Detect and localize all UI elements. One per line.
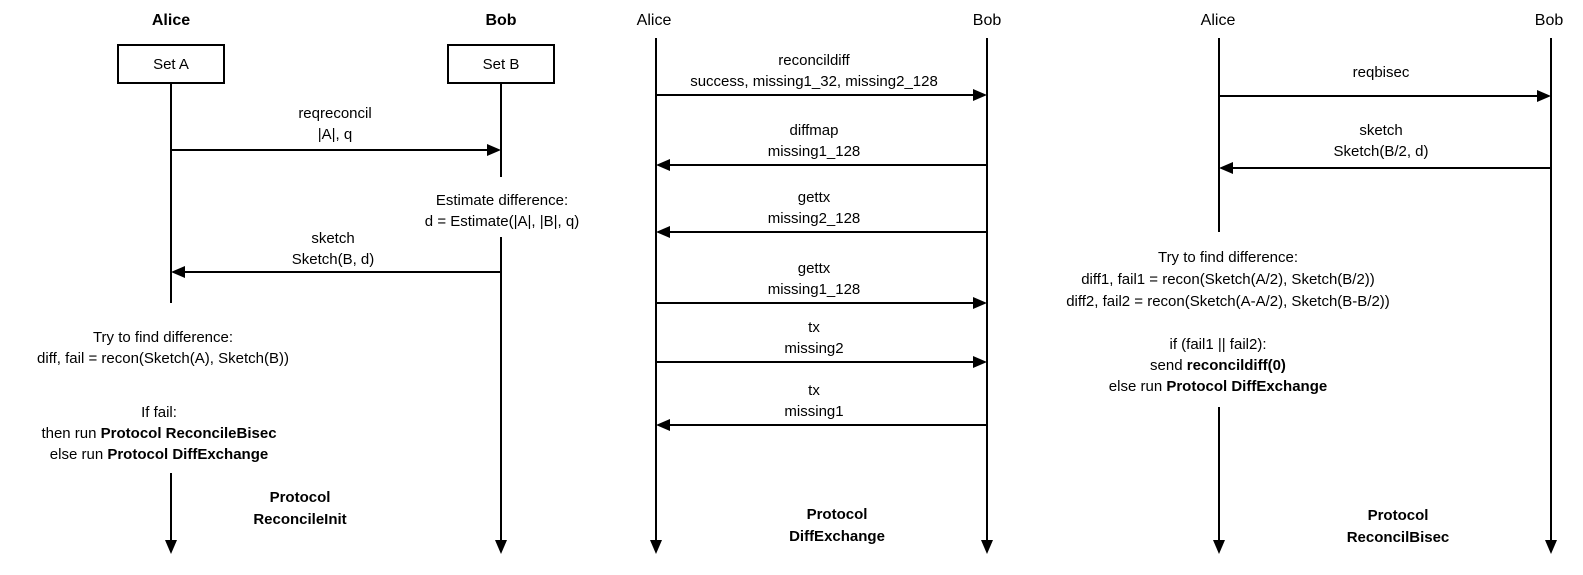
p2-msg-gettx2-line xyxy=(670,231,987,233)
p2-msg-gettx1-arrowhead-icon xyxy=(973,297,987,309)
p1-alice-lifeline-upper xyxy=(170,82,172,303)
p2-alice-lifeline-arrow-icon xyxy=(650,540,662,554)
p2-msg-gettx2-label: gettx missing2_128 xyxy=(767,189,861,227)
p1-msg-reqreconcil-label: reqreconcil |A|, q xyxy=(298,105,372,143)
p2-msg-tx2-label: tx missing2 xyxy=(784,319,844,357)
p1-protocol-title: Protocol ReconcileInit xyxy=(253,489,347,528)
p1-actor-label-alice: Alice xyxy=(151,12,191,29)
p2-bob-lifeline-arrow-icon xyxy=(981,540,993,554)
p3-msg-sketch-label: sketch Sketch(B/2, d) xyxy=(1333,122,1429,160)
p2-msg-tx2-arrowhead-icon xyxy=(973,356,987,368)
p1-bob-lifeline-arrow-icon xyxy=(495,540,507,554)
p3-msg-sketch-line xyxy=(1233,167,1551,169)
p3-msg-reqbisec-label: reqbisec xyxy=(1352,64,1410,81)
p3-msg-reqbisec-line xyxy=(1219,95,1537,97)
p1-alice-lifeline-lower xyxy=(170,473,172,542)
p2-msg-gettx1-line xyxy=(656,302,973,304)
p2-alice-lifeline xyxy=(655,38,657,542)
p2-msg-tx1-arrowhead-icon xyxy=(656,419,670,431)
p2-actor-label-alice: Alice xyxy=(636,12,672,29)
p2-msg-diffmap-label: diffmap missing1_128 xyxy=(767,122,861,160)
p2-msg-tx2-line xyxy=(656,361,973,363)
p2-msg-reconcildiff-line xyxy=(656,94,973,96)
p3-bob-lifeline xyxy=(1550,38,1552,542)
p1-msg-sketch-label: sketch Sketch(B, d) xyxy=(291,230,375,268)
p2-msg-tx1-label: tx missing1 xyxy=(784,382,844,420)
p1-note-estimate: Estimate difference: d = Estimate(|A|, |… xyxy=(424,192,580,230)
p3-actor-label-bob: Bob xyxy=(1534,12,1564,29)
p1-note-if: If fail: then run Protocol ReconcileBise… xyxy=(41,404,277,463)
p2-msg-diffmap-arrowhead-icon xyxy=(656,159,670,171)
p1-msg-reqreconcil-arrowhead-icon xyxy=(487,144,501,156)
p2-msg-tx1-line xyxy=(670,424,987,426)
p1-msg-reqreconcil-line xyxy=(171,149,487,151)
p2-msg-diffmap-line xyxy=(670,164,987,166)
p3-alice-lifeline-upper xyxy=(1218,38,1220,232)
p1-set-b-box: Set B xyxy=(447,44,555,84)
p1-bob-lifeline-upper xyxy=(500,82,502,177)
p3-note-if: if (fail1 || fail2): send reconcildiff(0… xyxy=(1108,336,1328,395)
p2-actor-label-bob: Bob xyxy=(972,12,1002,29)
p2-msg-reconcildiff-arrowhead-icon xyxy=(973,89,987,101)
p1-set-a-box: Set A xyxy=(117,44,225,84)
p1-msg-sketch-arrowhead-icon xyxy=(171,266,185,278)
p3-actor-label-alice: Alice xyxy=(1200,12,1236,29)
p2-protocol-title: Protocol DiffExchange xyxy=(789,506,885,545)
p1-msg-sketch-line xyxy=(185,271,501,273)
p2-bob-lifeline xyxy=(986,38,988,542)
p2-msg-gettx1-label: gettx missing1_128 xyxy=(767,260,861,298)
p2-msg-reconcildiff-label: reconcildiff success, missing1_32, missi… xyxy=(690,52,938,90)
p1-note-try: Try to find difference: diff, fail = rec… xyxy=(37,329,289,367)
p3-protocol-title: Protocol ReconcilBisec xyxy=(1346,507,1450,546)
p3-alice-lifeline-arrow-icon xyxy=(1213,540,1225,554)
p3-msg-sketch-arrowhead-icon xyxy=(1219,162,1233,174)
p2-msg-gettx2-arrowhead-icon xyxy=(656,226,670,238)
p1-alice-lifeline-arrow-icon xyxy=(165,540,177,554)
p1-actor-label-bob: Bob xyxy=(485,12,517,29)
p3-msg-reqbisec-arrowhead-icon xyxy=(1537,90,1551,102)
p3-note-try: Try to find difference: diff1, fail1 = r… xyxy=(1066,249,1390,310)
p1-bob-lifeline-lower xyxy=(500,237,502,542)
p3-bob-lifeline-arrow-icon xyxy=(1545,540,1557,554)
p3-alice-lifeline-lower xyxy=(1218,407,1220,542)
